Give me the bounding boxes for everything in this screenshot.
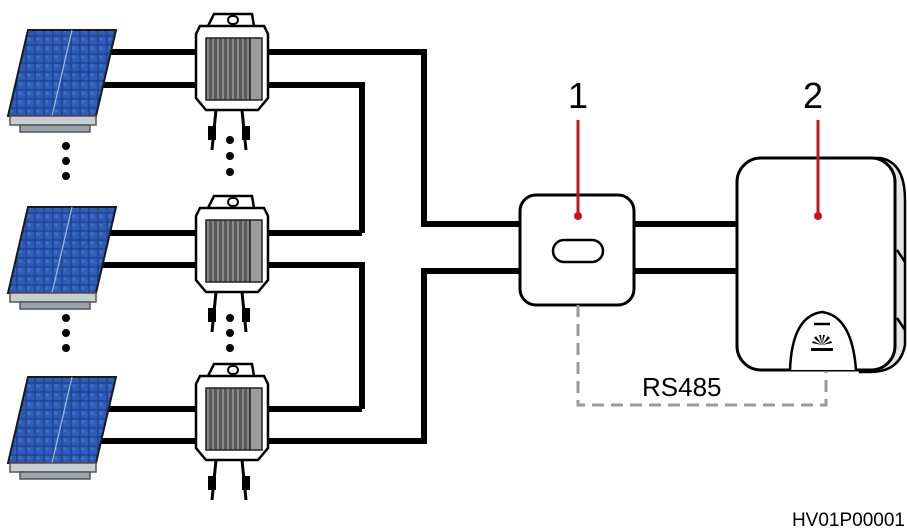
- pv-string-group-3: [7, 362, 270, 502]
- optimizer-icon: [194, 362, 270, 502]
- ellipsis-dots-optimizers-2: [226, 314, 234, 352]
- ellipsis-dots-optimizers-1: [226, 136, 234, 176]
- optimizer-icon: [194, 12, 270, 152]
- brand-logo-icon: [811, 335, 833, 351]
- rs485-link: [576, 305, 828, 407]
- device-1: 1: [518, 75, 636, 307]
- optimizer-icon: [194, 194, 270, 334]
- device-1-indicator: [551, 238, 605, 264]
- device-1-number: 1: [568, 75, 588, 116]
- figure-code: HV01P00001: [792, 510, 905, 531]
- callout-dot-1: [574, 212, 582, 220]
- solar-panel-icon: [7, 29, 117, 133]
- device-2-number: 2: [803, 75, 823, 116]
- callout-dot-2: [814, 212, 822, 220]
- solar-panel-icon: [7, 376, 117, 480]
- rs485-label: RS485: [642, 372, 722, 402]
- dc-cabling: [100, 49, 742, 444]
- ellipsis-dots-panels-2: [62, 314, 70, 352]
- device-2: 2: [735, 75, 907, 374]
- ellipsis-dots-panels-1: [62, 142, 70, 180]
- solar-panel-icon: [7, 206, 117, 310]
